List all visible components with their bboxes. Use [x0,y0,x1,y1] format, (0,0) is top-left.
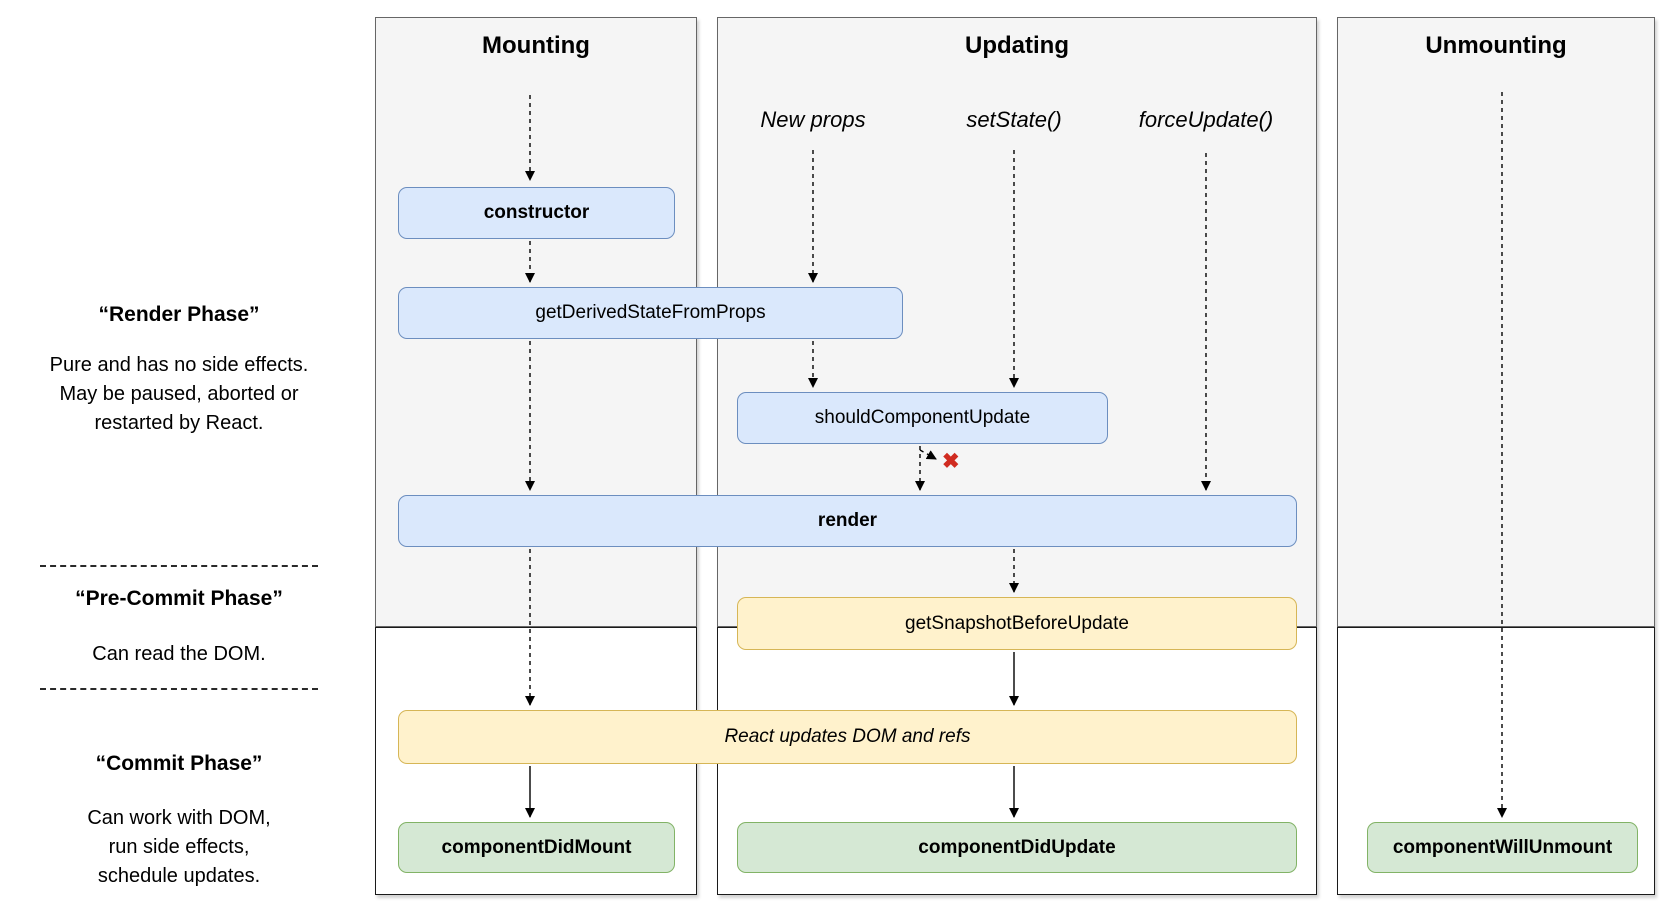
constructor-box[interactable]: constructor [398,187,675,239]
render-phase-title: “Render Phase” [98,303,260,326]
commit-phase-line: Can work with DOM, [87,807,271,829]
render-box[interactable]: render [398,495,1297,547]
pre-commit-phase-title: “Pre-Commit Phase” [75,587,283,610]
commit-phase-description: Can work with DOM, run side effects, sch… [20,804,338,891]
phase-divider-top [40,565,318,567]
trigger-force-update[interactable]: forceUpdate() [1138,107,1274,132]
render-phase-line: Pure and has no side effects. [49,354,309,376]
trigger-new-props: New props [760,107,866,132]
should-component-update-box[interactable]: shouldComponentUpdate [737,392,1108,444]
no-rerender-x-icon: ✖ [942,450,960,473]
get-derived-state-from-props-box[interactable]: getDerivedStateFromProps [398,287,903,339]
updating-column-title: Updating [965,32,1069,59]
render-phase-description: Pure and has no side effects. May be pau… [20,351,338,438]
pre-commit-phase-description: Can read the DOM. [20,640,338,669]
render-phase-line: restarted by React. [94,412,264,434]
unmounting-column-title: Unmounting [1425,32,1567,59]
render-phase-line: May be paused, aborted or [59,383,299,405]
commit-phase-line: run side effects, [108,836,250,858]
trigger-set-state[interactable]: setState() [966,107,1062,132]
mounting-column-title: Mounting [482,32,590,59]
component-did-update-box[interactable]: componentDidUpdate [737,822,1297,873]
react-updates-dom-box: React updates DOM and refs [398,710,1297,764]
component-will-unmount-box[interactable]: componentWillUnmount [1367,822,1638,873]
commit-phase-title: “Commit Phase” [95,752,263,775]
component-did-mount-box[interactable]: componentDidMount [398,822,675,873]
pre-commit-phase-line: Can read the DOM. [92,643,266,665]
get-snapshot-before-update-box[interactable]: getSnapshotBeforeUpdate [737,597,1297,650]
phase-divider-bottom [40,688,318,690]
unmounting-column-render-area [1337,17,1655,627]
commit-phase-line: schedule updates. [97,865,261,887]
